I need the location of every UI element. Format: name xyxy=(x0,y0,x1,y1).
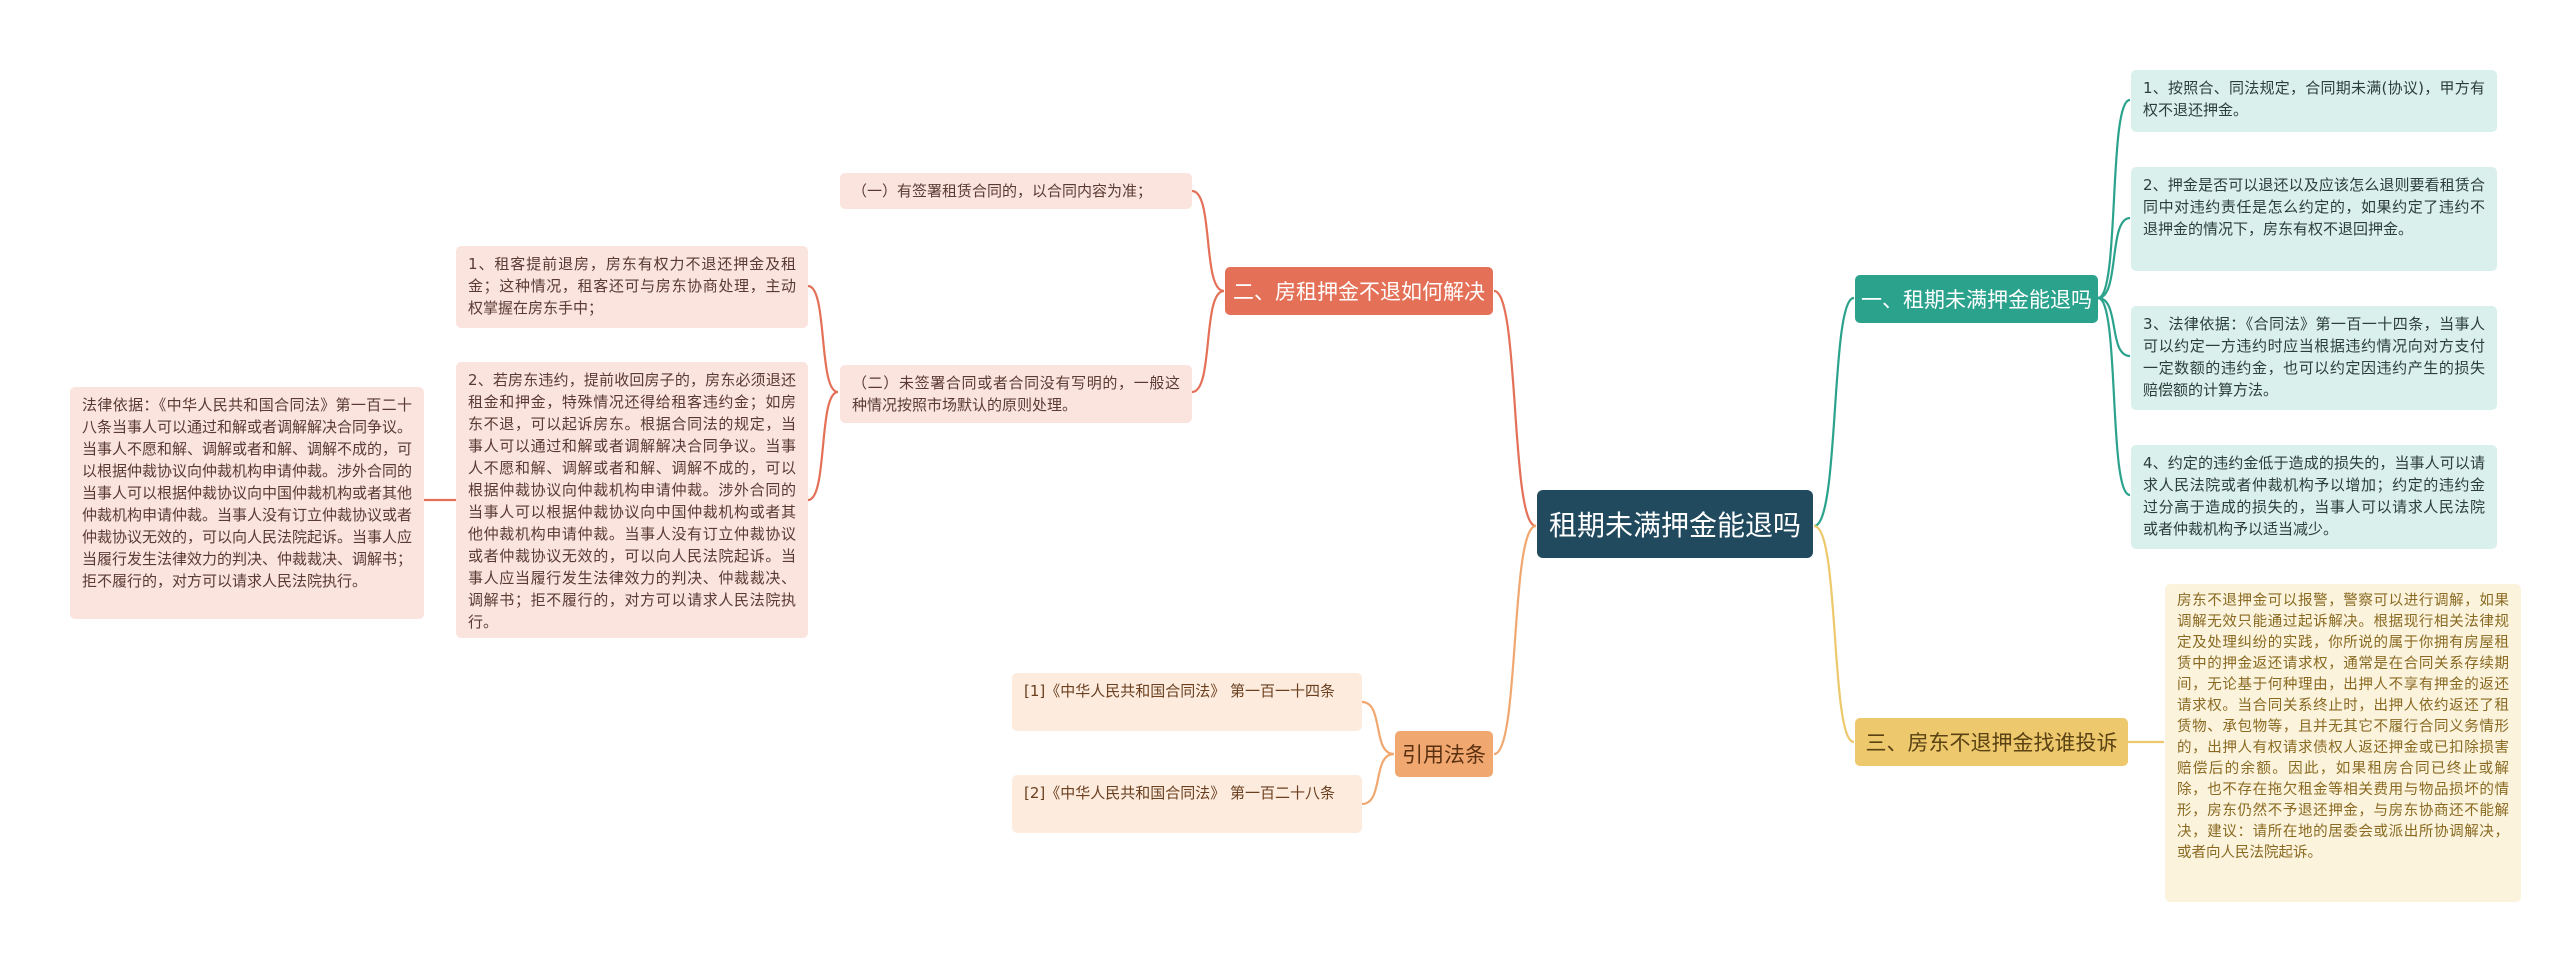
citation-114[interactable]: [1]《中华人民共和国合同法》 第一百一十四条 xyxy=(1012,673,1362,731)
link-root-quote xyxy=(1493,524,1537,756)
citation-128[interactable]: [2]《中华人民共和国合同法》 第一百二十八条 xyxy=(1012,775,1362,833)
law-note-128[interactable]: 法律依据：《中华人民共和国合同法》第一百二十八条当事人可以通过和解或者调解解决合… xyxy=(70,387,424,619)
leaf-legal-basis-114[interactable]: 3、法律依据：《合同法》第一百一十四条，当事人可以约定一方违约时应当根据违约情况… xyxy=(2131,306,2497,410)
item-unsigned-contract[interactable]: （二）未签署合同或者合同没有写明的，一般这种情况按照市场默认的原则处理。 xyxy=(840,365,1192,423)
item-signed-contract[interactable]: （一）有签署租赁合同的，以合同内容为准； xyxy=(840,173,1192,209)
branch-complaint[interactable]: 三、房东不退押金找谁投诉 xyxy=(1855,718,2128,766)
link-root-branch3 xyxy=(1813,524,1855,744)
leaf-complaint-detail[interactable]: 房东不退押金可以报警，警察可以进行调解，如果调解无效只能通过起诉解决。根据现行相… xyxy=(2165,584,2521,902)
branch-label: 一、租期未满押金能退吗 xyxy=(1861,288,2092,312)
link-root-branch2 xyxy=(1493,289,1537,528)
branch-how-to-resolve[interactable]: 二、房租押金不退如何解决 xyxy=(1225,267,1493,315)
branch-citations[interactable]: 引用法条 xyxy=(1395,731,1493,777)
leaf-contract-term[interactable]: 1、按照合、同法规定，合同期未满(协议)，甲方有权不退还押金。 xyxy=(2131,70,2497,132)
branch-label: 二、房租押金不退如何解决 xyxy=(1233,280,1485,304)
leaf-breach-terms[interactable]: 2、押金是否可以退还以及应该怎么退则要看租赁合同中对违约责任是怎么约定的，如果约… xyxy=(2131,167,2497,271)
branch-label: 三、房东不退押金找谁投诉 xyxy=(1865,731,2118,755)
branch-label: 引用法条 xyxy=(1402,743,1486,767)
leaf-penalty-adjust[interactable]: 4、约定的违约金低于造成的损失的，当事人可以请求人民法院或者仲裁机构予以增加；约… xyxy=(2131,445,2497,549)
sub-item-tenant-early-exit[interactable]: 1、租客提前退房，房东有权力不退还押金及租金；这种情况，租客还可与房东协商处理，… xyxy=(456,246,808,328)
sub-item-landlord-breach[interactable]: 2、若房东违约，提前收回房子的，房东必须退还租金和押金，特殊情况还得给租客违约金… xyxy=(456,362,808,638)
root-topic[interactable]: 租期未满押金能退吗 xyxy=(1537,490,1813,558)
branch-deposit-refund[interactable]: 一、租期未满押金能退吗 xyxy=(1855,275,2098,323)
link-root-branch1 xyxy=(1813,296,1855,528)
root-title: 租期未满押金能退吗 xyxy=(1548,509,1801,542)
